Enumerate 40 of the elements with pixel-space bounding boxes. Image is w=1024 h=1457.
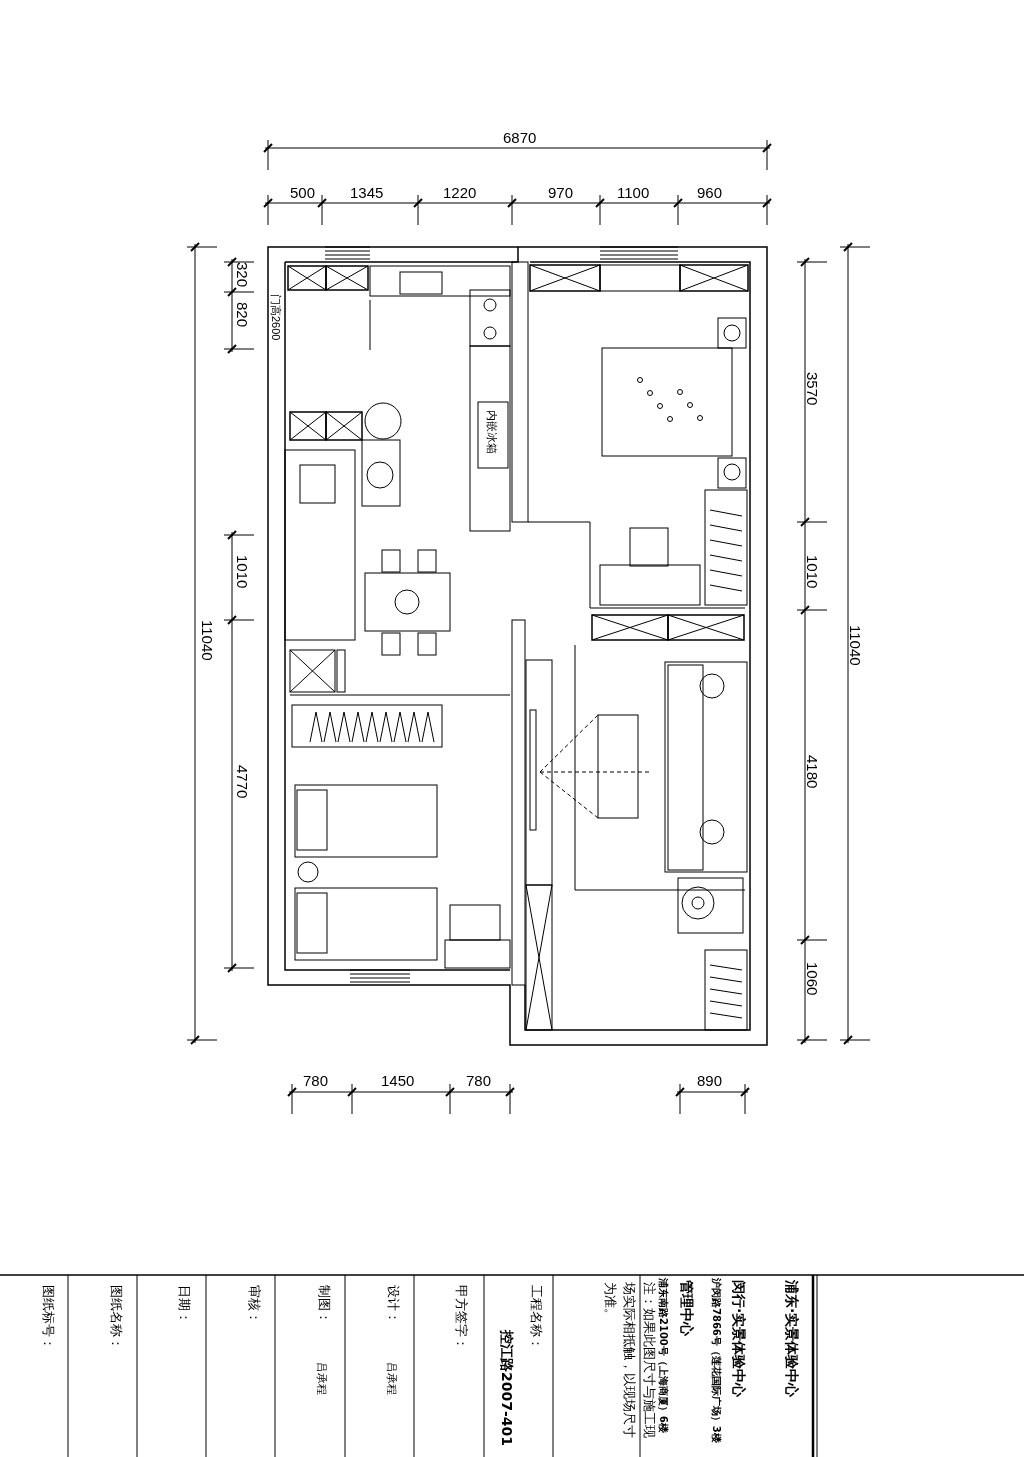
door-height-note: 门高2600 [270,294,281,341]
office-heading: 管理中心 [680,1280,694,1336]
dimension-value: 500 [290,185,316,200]
field-label: 工程名称： [530,1285,543,1350]
field-label: 甲方签字： [455,1285,468,1350]
note-text: 注：如果此图尺寸与施工现场实际相抵触，以现场尺寸为准。 [602,1282,658,1440]
dimension-value: 890 [697,1073,723,1088]
dimension-value: 780 [466,1073,492,1088]
dimension-value: 820 [235,302,250,328]
dimension-value: 960 [697,185,723,200]
dimension-value: 1100 [617,185,650,200]
field-label: 日期： [178,1285,191,1324]
dimension-value: 4180 [805,755,820,789]
dimension-value: 1060 [805,962,820,996]
appliance-label: 内嵌冰箱 [486,410,497,454]
dimension-value: 4770 [235,765,250,799]
office-heading: 浦东·实景体验中心 [785,1280,799,1398]
dimension-value: 970 [548,185,574,200]
field-label: 审核： [248,1285,261,1324]
dimension-value: 11040 [848,625,863,666]
project-name: 控江路2007-401 [500,1330,514,1446]
dimension-value: 320 [235,262,250,288]
dimension-value: 1345 [350,185,384,200]
person-name: 吕承程 [316,1362,327,1395]
dimension-value: 780 [303,1073,329,1088]
field-label: 设计： [387,1285,400,1324]
dimension-value: 3570 [805,372,820,406]
dimension-value: 1450 [381,1073,415,1088]
dimension-value: 1010 [805,555,820,589]
dimension-value: 1010 [235,555,250,589]
field-label: 图纸标号： [42,1285,55,1350]
address-text: 浦东南路2100号（上海商厦）6楼 [658,1278,668,1433]
dimension-value: 6870 [503,130,537,145]
field-label: 图纸名称： [110,1285,123,1350]
office-heading: 闵行·实景体验中心 [732,1280,746,1398]
dimension-value: 11040 [200,620,215,661]
person-name: 吕承程 [386,1362,397,1395]
field-label: 制图： [318,1285,331,1324]
address-text: 沪闵路7866号（莲花国际广场）3楼 [711,1278,721,1443]
dimension-value: 1220 [443,185,477,200]
